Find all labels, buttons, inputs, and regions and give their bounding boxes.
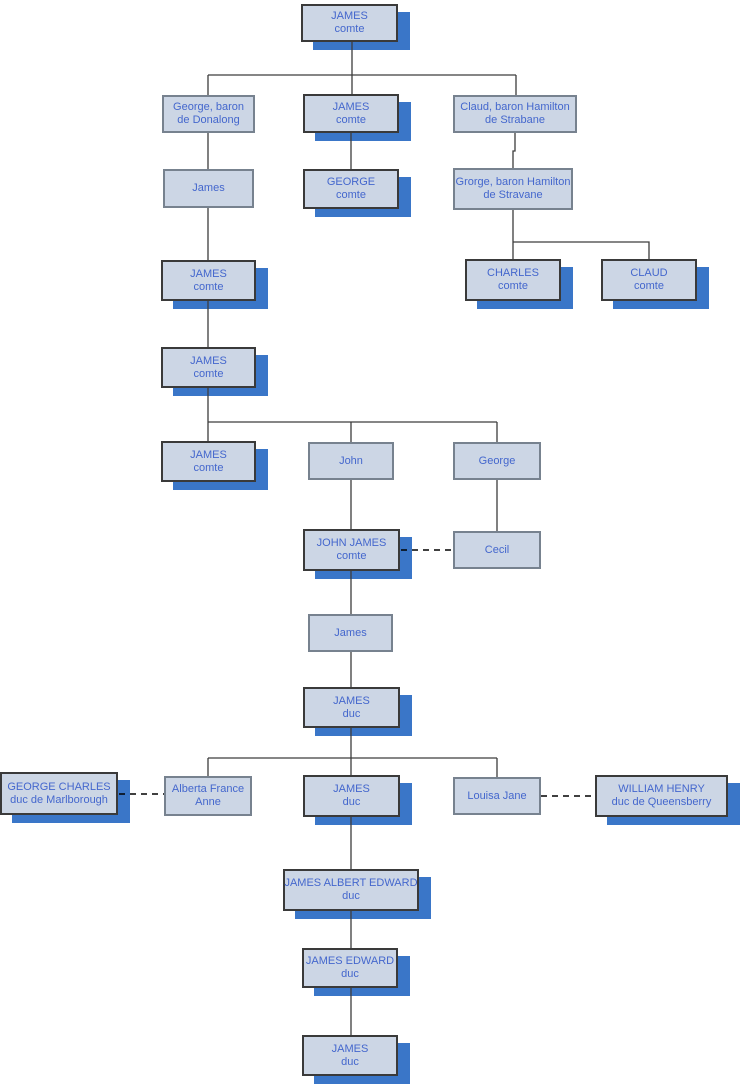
node-text-line1: GEORGE CHARLES <box>7 780 111 793</box>
node-text-line1: JAMES <box>190 448 227 461</box>
node-claud-comte[interactable]: CLAUD comte <box>601 259 697 301</box>
node-text-line1: JAMES <box>331 10 368 22</box>
node-text-line2: duc <box>342 707 361 720</box>
node-text-line2: comte <box>498 280 528 292</box>
node-text-line2: duc <box>342 796 361 808</box>
node-text-line2: de Donalong <box>177 114 240 126</box>
node-john[interactable]: John <box>308 442 394 480</box>
node-text-line1: James <box>334 626 367 639</box>
node-text-line1: CHARLES <box>487 267 539 279</box>
node-text-line1: JAMES <box>190 267 227 280</box>
node-text-line2: comte <box>336 550 367 562</box>
node-text-line1: JAMES EDWARD <box>305 955 395 967</box>
node-text-line1: John <box>339 454 363 467</box>
node-text-line1: James <box>192 182 225 194</box>
node-text-line2: comte <box>193 280 224 293</box>
node-text-line2: comte <box>336 189 366 201</box>
node-text-line1: GEORGE <box>326 176 376 188</box>
node-james-duc-2[interactable]: JAMES duc <box>303 775 400 817</box>
node-charles-comte[interactable]: CHARLES comte <box>465 259 561 301</box>
node-louisa-jane[interactable]: Louisa Jane <box>453 777 541 815</box>
node-james-plain-1[interactable]: James <box>163 169 254 208</box>
node-text-line2: comte <box>634 280 664 292</box>
node-james-albert-edward[interactable]: JAMES ALBERT EDWARD duc <box>283 869 419 911</box>
node-alberta-france-anne[interactable]: Alberta France Anne <box>164 776 252 816</box>
node-james-comte-3[interactable]: JAMES comte <box>161 260 256 301</box>
node-text-line2: duc <box>341 968 359 980</box>
node-text-line2: duc de Marlborough <box>10 793 108 806</box>
node-text-line1: JAMES <box>333 783 370 795</box>
node-john-james-comte[interactable]: JOHN JAMES comte <box>303 529 400 571</box>
node-text-line1: JAMES <box>332 100 370 113</box>
node-text-line2: comte <box>193 367 224 380</box>
node-text-line1: JAMES ALBERT EDWARD <box>284 877 418 889</box>
node-william-henry-queensberry[interactable]: WILLIAM HENRY duc de Queensberry <box>595 775 728 817</box>
node-grorge-stravane[interactable]: Grorge, baron Hamilton de Stravane <box>453 168 573 210</box>
node-text-line1: Louisa Jane <box>467 789 527 802</box>
node-top-james[interactable]: JAMES comte <box>301 4 398 42</box>
node-text-line1: Grorge, baron Hamilton <box>455 176 571 188</box>
node-text-line1: George <box>478 454 516 467</box>
node-james-comte-4[interactable]: JAMES comte <box>161 347 256 388</box>
node-text-line2: de Strabane <box>485 114 545 126</box>
descent-connector-lines <box>207 42 650 1035</box>
node-text-line2: duc <box>341 1055 359 1068</box>
node-george-donalong[interactable]: George, baron de Donalong <box>162 95 255 133</box>
node-text-line1: CLAUD <box>630 267 668 279</box>
node-claud-strabane[interactable]: Claud, baron Hamilton de Strabane <box>453 95 577 133</box>
node-text-line2: de Stravane <box>483 189 543 201</box>
node-text-line1: JOHN JAMES <box>316 537 387 549</box>
node-james-comte-5[interactable]: JAMES comte <box>161 441 256 482</box>
node-text-line2: comte <box>334 23 365 35</box>
node-text-line2: Anne <box>195 796 221 808</box>
node-george-plain[interactable]: George <box>453 442 541 480</box>
node-text-line1: Cecil <box>484 543 510 556</box>
node-text-line1: George, baron <box>173 101 244 113</box>
node-text-line1: Claud, baron Hamilton <box>460 101 570 113</box>
node-george-comte[interactable]: GEORGE comte <box>303 169 399 209</box>
node-text-line2: duc <box>342 890 360 902</box>
node-text-line1: JAMES <box>333 694 370 707</box>
node-george-charles-marlborough[interactable]: GEORGE CHARLES duc de Marlborough <box>0 772 118 815</box>
node-cecil[interactable]: Cecil <box>453 531 541 569</box>
node-text-line1: JAMES <box>331 1042 369 1055</box>
node-text-line1: JAMES <box>190 354 227 367</box>
node-james-plain-2[interactable]: James <box>308 614 393 652</box>
node-james-duc-3[interactable]: JAMES duc <box>302 1035 398 1076</box>
node-james-edward[interactable]: JAMES EDWARD duc <box>302 948 398 988</box>
node-text-line1: Alberta France <box>171 783 245 795</box>
node-text-line2: comte <box>193 461 224 474</box>
node-james-duc-1[interactable]: JAMES duc <box>303 687 400 728</box>
node-text-line1: WILLIAM HENRY <box>618 783 705 795</box>
node-text-line2: comte <box>336 113 366 126</box>
node-james-comte-2[interactable]: JAMES comte <box>303 94 399 133</box>
node-text-line2: duc de Queensberry <box>611 796 712 808</box>
